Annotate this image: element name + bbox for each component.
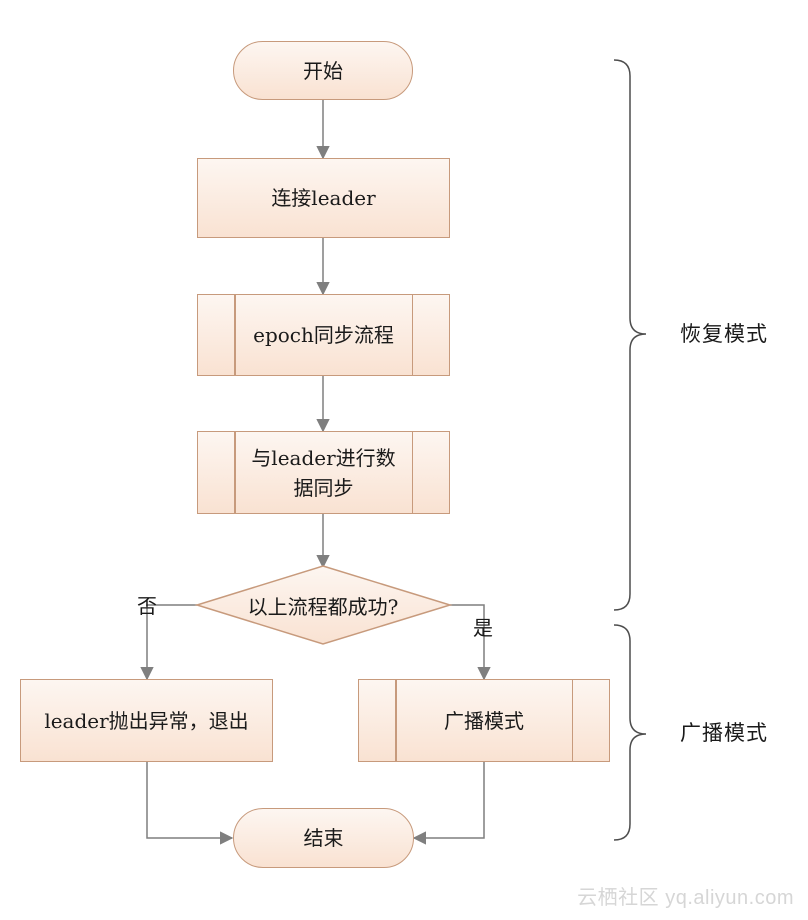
edge-exception-to-end [146,762,234,845]
connect-leader-node: 连接leader [197,158,450,238]
decision-label: 以上流程都成功? [247,594,399,619]
connect-leader-label: 连接leader [271,186,376,210]
broadcast-mode-node: 广播模式 [358,679,610,762]
throw-exception-node: leader抛出异常，退出 [20,679,273,762]
decision-text: 以上流程都成功? [210,588,436,622]
end-label: 结束 [303,826,344,850]
decision-diamond [194,565,453,645]
watermark-text: 云栖社区 yq.aliyun.com [577,887,794,909]
epoch-sync-label: epoch同步流程 [253,323,394,347]
throw-exception-label: leader抛出异常，退出 [44,708,249,733]
brace-broadcast-mode [613,624,647,841]
epoch-sync-node: epoch同步流程 [197,294,450,376]
data-sync-node: 与leader进行数 据同步 [197,431,450,514]
brace-recovery-mode [613,59,647,611]
edge-label-yes: 是 [473,616,493,640]
start-node: 开始 [233,41,413,100]
edge-broadcast-to-end [412,762,485,845]
edge-decision-yes [450,604,491,681]
brace-label-recovery-mode: 恢复模式 [680,322,768,346]
data-sync-label: 与leader进行数 据同步 [251,445,396,500]
end-node: 结束 [233,808,414,868]
edge-label-no: 否 [137,594,157,618]
edge-decision-no [140,604,197,681]
start-label: 开始 [303,58,343,83]
broadcast-mode-label: 广播模式 [444,708,524,733]
brace-label-broadcast-mode: 广播模式 [680,721,768,745]
